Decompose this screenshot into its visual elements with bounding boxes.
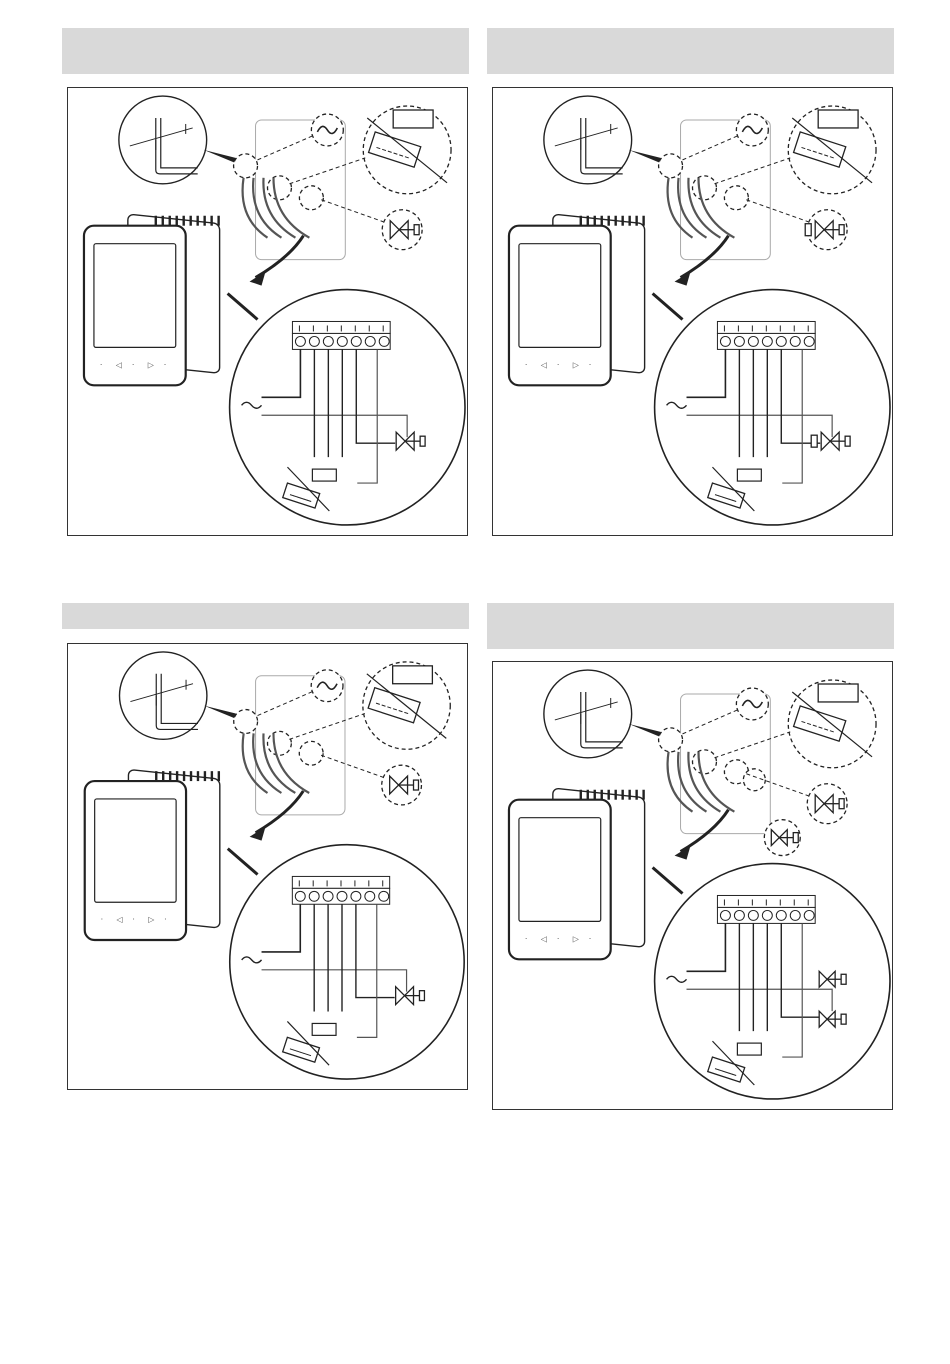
touch-key: ·: [164, 915, 167, 924]
touch-key: ·: [164, 360, 167, 369]
display-area: [95, 799, 176, 902]
terminal-screw: [309, 891, 319, 901]
wire-callout-v: [724, 186, 748, 210]
terminal-screw: [776, 910, 786, 920]
wire-callout-l: [234, 710, 258, 734]
terminal-screw: [295, 336, 305, 346]
insert-arrow: [681, 810, 729, 852]
arrow-head: [250, 272, 266, 286]
touch-key: ◁: [540, 360, 547, 369]
wiring-diagram: · ◁ · ▷ ·: [493, 88, 892, 535]
terminal-screw: [323, 336, 333, 346]
wiring-diagram: · ◁ · ▷ ·: [68, 88, 467, 535]
terminal-screw: [337, 891, 347, 901]
fan-motor-icon: [312, 469, 336, 481]
terminal-screw: [734, 910, 744, 920]
terminal-screw: [323, 891, 333, 901]
insert-arrow: [681, 236, 729, 278]
terminal-screw: [776, 336, 786, 346]
wire-callout-n: [268, 731, 292, 755]
display-area: [94, 244, 176, 348]
wire-strip-gauge-icon: [544, 96, 663, 184]
section-header-top-right: [487, 28, 894, 74]
touch-key: ◁: [116, 915, 123, 924]
terminal-screw: [762, 910, 772, 920]
thermostat-device-icon: · ◁ · ▷ ·: [85, 769, 220, 940]
wire-callout-v: [299, 186, 323, 210]
insert-arrow: [256, 236, 304, 278]
fan-motor-icon: [737, 1043, 761, 1055]
touch-key: ·: [589, 934, 592, 943]
fan-motor-icon: [393, 110, 433, 128]
terminal-screw: [790, 910, 800, 920]
wire-strip-gauge-icon: [119, 652, 237, 739]
fan-motor-icon: [737, 469, 761, 481]
terminal-screw: [804, 336, 814, 346]
touch-key: ·: [557, 934, 560, 943]
wiring-diagram: · ◁ · ▷ ·: [493, 662, 892, 1109]
terminal-screw: [720, 910, 730, 920]
terminal-screw: [337, 336, 347, 346]
touch-key: ·: [132, 360, 135, 369]
touch-key: ·: [557, 360, 560, 369]
insert-arrow: [256, 791, 304, 833]
wiring-diagram-panel-bottom-left: · ◁ · ▷ ·: [67, 643, 468, 1090]
terminal-screw: [365, 336, 375, 346]
section-header-bottom-left: [62, 603, 469, 629]
touch-key: ▷: [148, 915, 155, 924]
wire-callout-l: [659, 154, 683, 178]
section-header-top-left: [62, 28, 469, 74]
touch-key: ▷: [148, 360, 155, 369]
terminal-screw: [351, 336, 361, 346]
touch-key: ▷: [573, 934, 580, 943]
wire-callout-l: [659, 728, 683, 752]
terminal-screw: [309, 336, 319, 346]
touch-key: ·: [101, 915, 104, 924]
thermostat-device-icon: · ◁ · ▷ ·: [509, 788, 645, 959]
touch-key: ·: [100, 360, 103, 369]
touch-key: ◁: [115, 360, 122, 369]
wire-strip-gauge-icon: [544, 670, 663, 758]
touch-key: ·: [589, 360, 592, 369]
wire-callout-v: [299, 741, 323, 765]
terminal-screw: [379, 336, 389, 346]
wire-callout-l: [234, 154, 258, 178]
touch-key: ◁: [540, 934, 547, 943]
touch-key: ·: [132, 915, 135, 924]
terminal-screw: [804, 910, 814, 920]
display-area: [519, 818, 601, 922]
arrow-head: [675, 272, 691, 286]
terminal-screw: [379, 891, 389, 901]
arrow-head: [250, 827, 266, 841]
terminal-screw: [762, 336, 772, 346]
wire-callout-n: [268, 176, 292, 200]
touch-key: ·: [525, 360, 528, 369]
wire-callout-n: [693, 750, 717, 774]
wiring-diagram-panel-top-left: · ◁ · ▷ ·: [67, 87, 468, 536]
terminal-screw: [295, 891, 305, 901]
thermostat-device-icon: · ◁ · ▷ ·: [509, 214, 645, 385]
section-header-bottom-right: [487, 603, 894, 649]
wiring-diagram-panel-bottom-right: · ◁ · ▷ ·: [492, 661, 893, 1110]
arrow-head: [675, 846, 691, 860]
terminal-screw: [734, 336, 744, 346]
terminal-screw: [720, 336, 730, 346]
fan-motor-icon: [312, 1023, 336, 1035]
terminal-screw: [790, 336, 800, 346]
wiring-diagram-panel-top-right: · ◁ · ▷ ·: [492, 87, 893, 536]
terminal-screw: [365, 891, 375, 901]
fan-motor-icon: [818, 110, 858, 128]
fan-motor-icon: [393, 666, 433, 684]
fan-motor-icon: [818, 684, 858, 702]
thermostat-device-icon: · ◁ · ▷ ·: [84, 214, 220, 385]
wiring-diagram: · ◁ · ▷ ·: [68, 644, 467, 1089]
touch-key: ·: [525, 934, 528, 943]
wire-strip-gauge-icon: [119, 96, 238, 184]
wire-callout-n: [693, 176, 717, 200]
display-area: [519, 244, 601, 348]
terminal-screw: [748, 910, 758, 920]
terminal-screw: [748, 336, 758, 346]
terminal-screw: [351, 891, 361, 901]
touch-key: ▷: [573, 360, 580, 369]
